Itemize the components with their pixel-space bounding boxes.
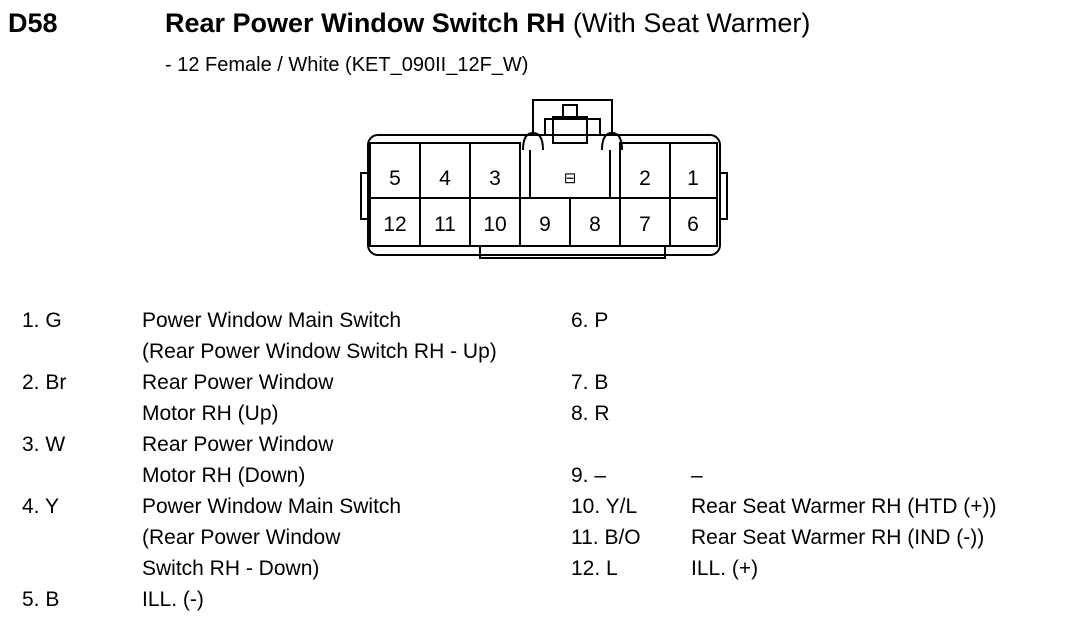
left-ear [360,172,369,220]
latch-frame [532,99,613,135]
pin-id: 2. Br [22,371,67,394]
pin-id: 9. – [571,464,607,487]
pin-desc: Motor RH (Up) [142,402,279,425]
pin-id: 10. Y/L [571,495,638,518]
pin-desc: Motor RH (Down) [142,464,306,487]
title-normal: (With Seat Warmer) [572,8,811,38]
pin-desc: Rear Power Window [142,371,334,394]
pin-desc: Rear Power Window [142,433,334,456]
title-bold: Rear Power Window Switch RH [165,8,566,38]
connector-diagram: 5 4 3 ⊟ 2 1 12 11 10 9 8 7 6 [360,99,728,259]
pin-desc: Switch RH - Down) [142,557,320,580]
pin-desc: ILL. (+) [691,557,759,580]
pin-id: 4. Y [22,495,59,518]
connector-code: D58 [8,8,58,38]
pin-desc: ILL. (-) [142,588,204,611]
pin-6: 6 [687,213,699,236]
pin-11: 11 [434,213,456,236]
pin-desc: Power Window Main Switch [142,309,402,332]
latch-symbol: ⊟ [564,170,577,187]
pin-id: 12. L [571,557,618,580]
pin-desc: (Rear Power Window [142,526,341,549]
pin-id: 11. B/O [571,526,641,549]
pin-id: 7. B [571,371,609,394]
connector-subtitle: - 12 Female / White (KET_090II_12F_W) [165,54,529,76]
right-ear [719,172,728,220]
pin-id: 1. G [22,309,62,332]
pin-desc: (Rear Power Window Switch RH - Up) [142,340,497,363]
pin-id: 5. B [22,588,60,611]
pin-id: 6. P [571,309,609,332]
pin-7: 7 [639,213,651,236]
pin-12: 12 [383,213,406,236]
pin-desc: Rear Seat Warmer RH (HTD (+)) [691,495,997,518]
pin-9: 9 [539,213,551,236]
pin-5: 5 [389,167,401,190]
pin-id: 3. W [22,433,66,456]
pin-8: 8 [589,213,601,236]
pin-id: 8. R [571,402,610,425]
pin-1: 1 [687,167,699,190]
pin-10: 10 [483,213,506,236]
pin-grid-bottom [369,197,718,247]
connector-title: Rear Power Window Switch RH (With Seat W… [165,8,810,39]
pin-4: 4 [439,167,451,190]
pin-desc: Rear Seat Warmer RH (IND (-)) [691,526,985,549]
pin-2: 2 [639,167,651,190]
pin-3: 3 [489,167,501,190]
pin-desc: – [691,464,703,487]
pin-desc: Power Window Main Switch [142,495,402,518]
